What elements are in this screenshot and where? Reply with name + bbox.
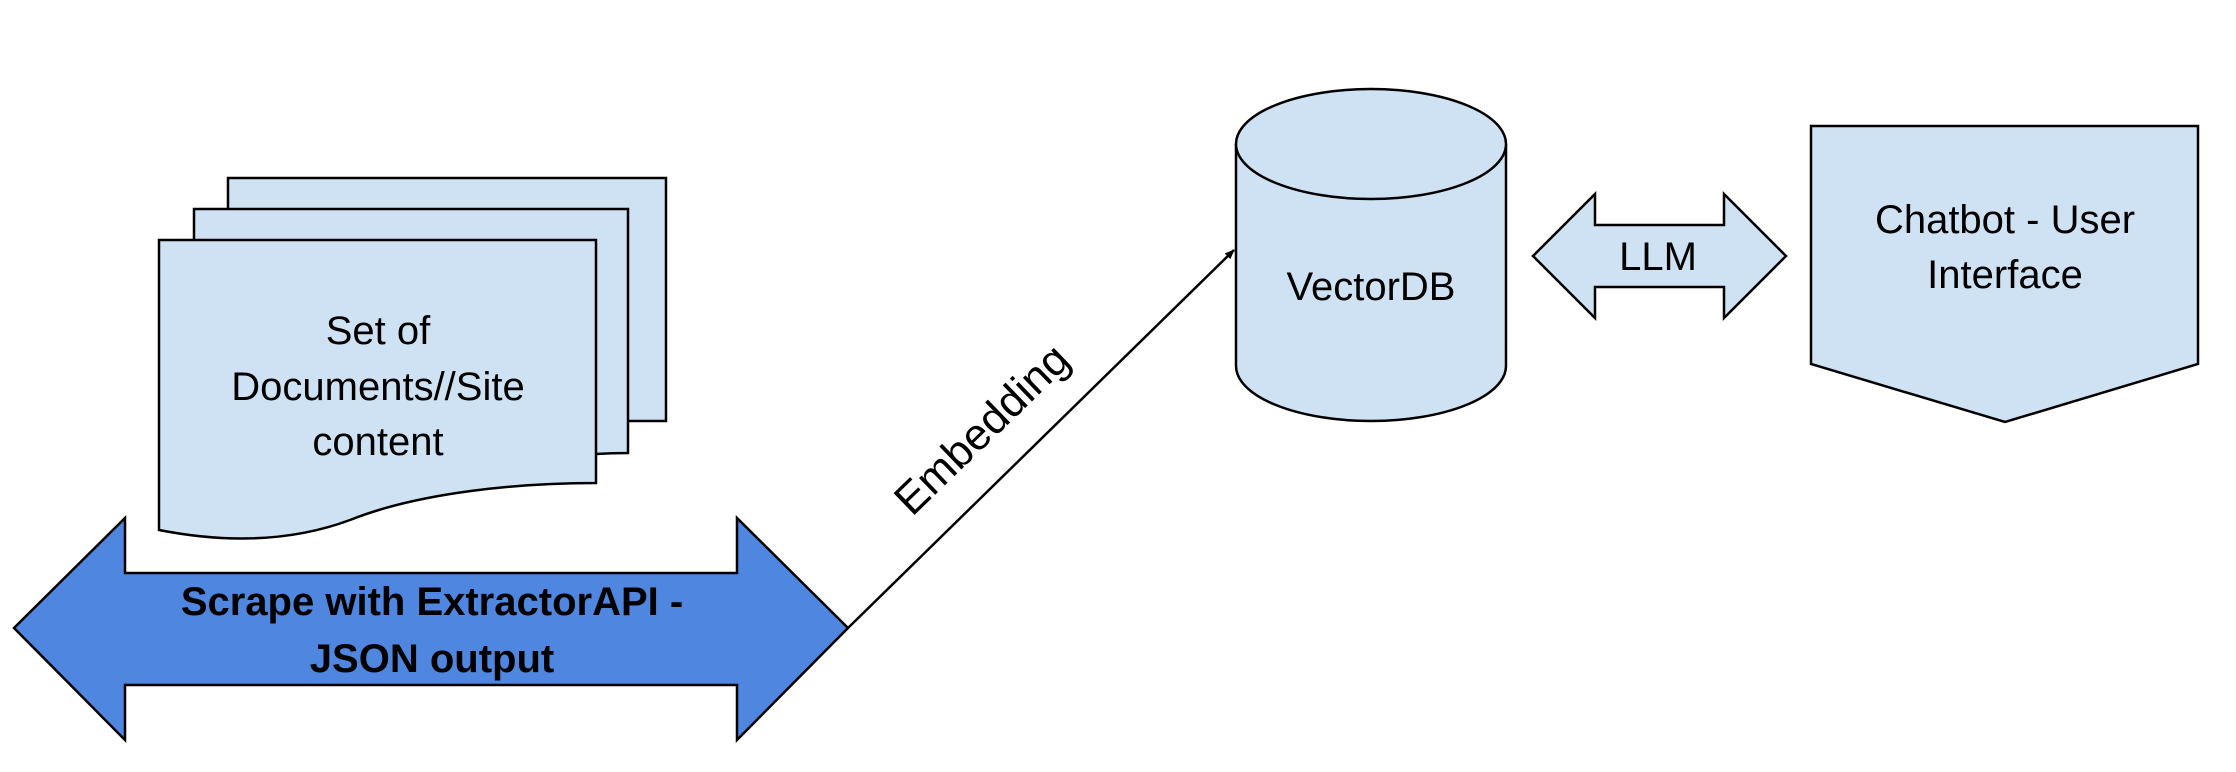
scrape-arrow-label-line2: JSON output (310, 637, 554, 681)
vectordb-top (1234, 87, 1508, 201)
document-page-front (157, 238, 598, 540)
chatbot-pentagon (1809, 124, 2200, 424)
chatbot-ui-shape: Chatbot - User Interface (1809, 124, 2200, 424)
scrape-double-arrow: Scrape with ExtractorAPI - JSON output (12, 515, 850, 744)
embedding-connector: Embedding (847, 249, 1235, 629)
documents-label-line3: content (312, 420, 443, 464)
documents-label-line1: Set of (326, 309, 431, 353)
llm-label: LLM (1619, 235, 1697, 279)
llm-double-arrow: LLM (1531, 190, 1788, 322)
scrape-arrow-label-line1: Scrape with ExtractorAPI - (181, 580, 683, 624)
documents-label-line2: Documents//Site (231, 365, 524, 409)
chatbot-label-line2: Interface (1927, 253, 2083, 297)
vectordb-label: VectorDB (1287, 265, 1456, 309)
embedding-arrow-line (847, 249, 1235, 629)
llm-arrow-shape (1531, 190, 1788, 322)
vectordb-body (1234, 144, 1508, 423)
chatbot-label-line1: Chatbot - User (1875, 198, 2135, 242)
scrape-arrow-shape (12, 515, 850, 744)
vectordb-cylinder: VectorDB (1234, 87, 1508, 423)
document-stack: Set of Documents//Site content (157, 176, 668, 540)
